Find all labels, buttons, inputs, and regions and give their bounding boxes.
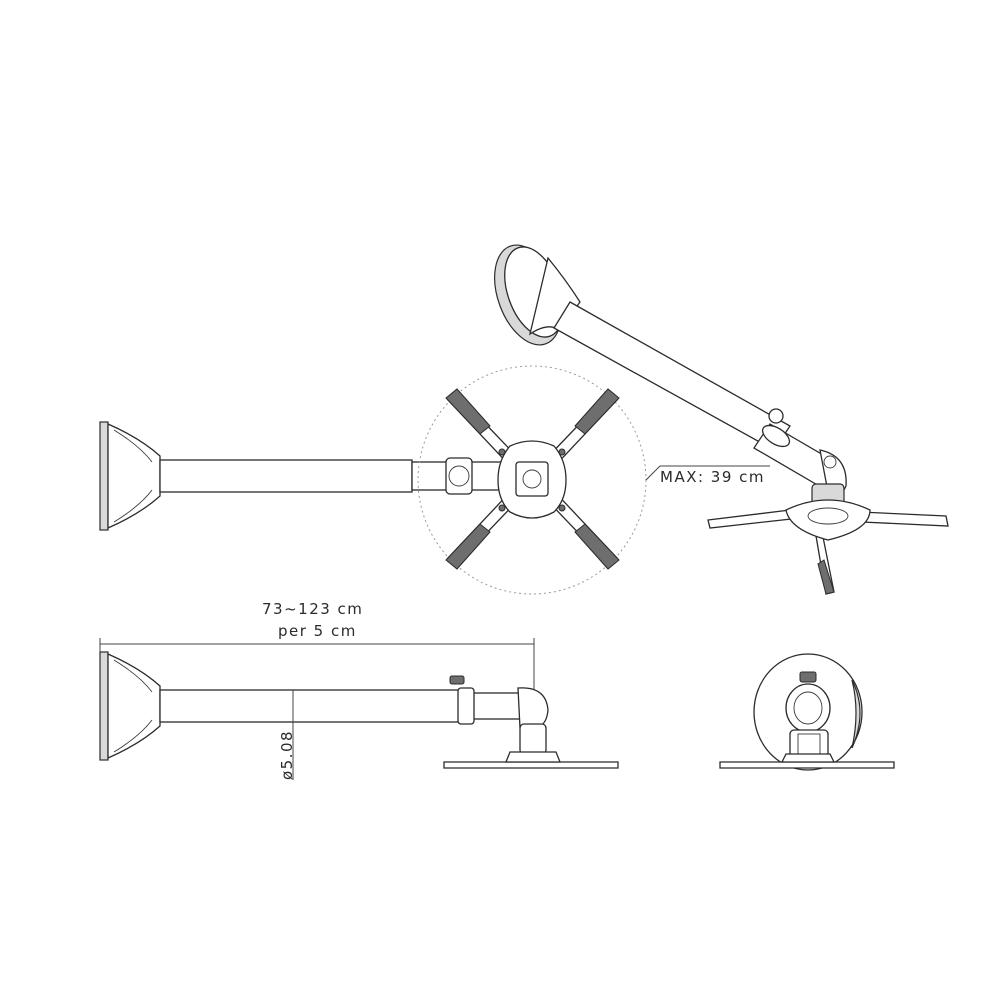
side-view-assembly: 73~123 cm per 5 cm ø5.08 [99,600,619,780]
base-plate-side [443,751,619,769]
tube-diameter-label: ø5.08 [278,730,296,780]
wall-flange-top [99,421,161,531]
isometric-view [494,244,949,595]
spider-bracket [445,388,620,570]
length-range-label: 73~123 cm [262,600,363,618]
max-offset-label: MAX: 39 cm [660,468,765,486]
length-step-label: per 5 cm [278,622,357,640]
top-view-assembly: MAX: 39 cm [99,365,770,595]
wall-flange-side [99,651,161,761]
length-dimension [99,638,535,690]
projector-plate-iso [707,483,949,595]
wall-flange-iso [494,244,581,346]
extension-tube-top [159,457,511,495]
extension-tube-side [159,675,549,755]
end-view-assembly [719,653,895,771]
